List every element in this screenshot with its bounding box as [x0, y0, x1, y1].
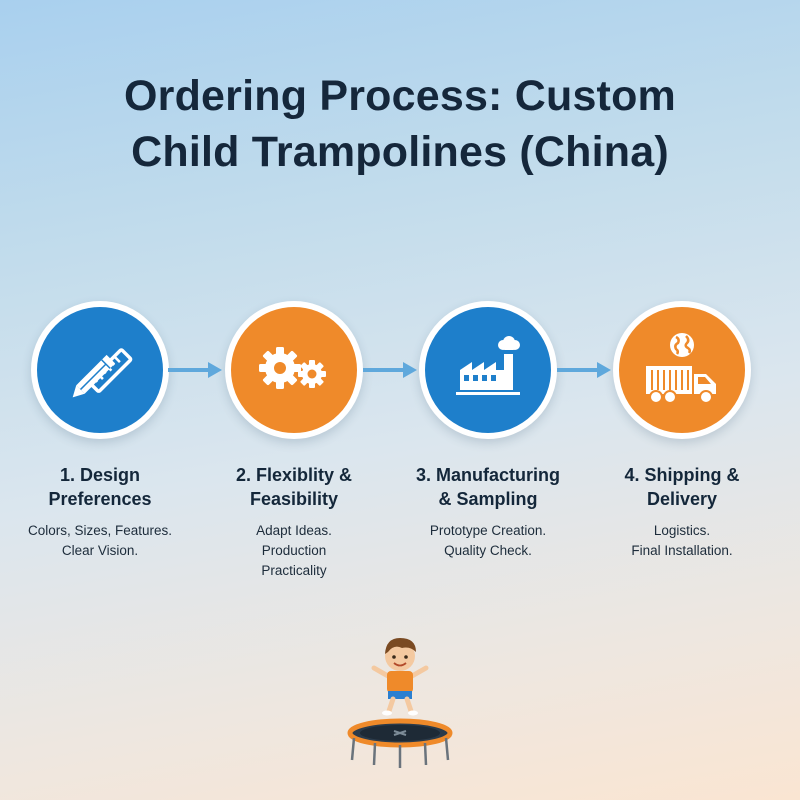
title-line-2: Child Trampolines (China): [131, 128, 669, 176]
step-4-description: Logistics. Final Installation.: [587, 521, 777, 561]
step-4-title-line-2: Delivery: [646, 489, 718, 509]
step-1-desc-line-2: Clear Vision.: [61, 543, 139, 558]
title-line-1: Ordering Process: Custom: [124, 72, 676, 120]
step-4-circle: [613, 301, 751, 439]
factory-icon: [456, 336, 520, 395]
arrow-3-to-4: [557, 362, 611, 378]
kid-trampoline-illustration: [347, 638, 453, 768]
step-3-desc-line-1: Prototype Creation.: [429, 523, 547, 538]
step-2-desc-line-2: Production: [261, 543, 327, 558]
step-2-desc-line-1: Adapt Ideas.: [256, 523, 332, 538]
step-1-description: Colors, Sizes, Features. Clear Vision.: [5, 521, 195, 561]
globe-truck-icon: [646, 333, 716, 404]
step-2-title-line-1: 2. Flexiblity &: [235, 465, 353, 485]
step-3-desc-line-2: Quality Check.: [444, 543, 532, 558]
page-title: Ordering Process: Custom Child Trampolin…: [0, 68, 800, 180]
step-3-description: Prototype Creation. Quality Check.: [393, 521, 583, 561]
pencil-ruler-icon: [72, 348, 133, 398]
step-1-title-line-2: Preferences: [48, 489, 152, 509]
gears-icon: [259, 347, 326, 389]
step-2-circle: [225, 301, 363, 439]
step-2-title: 2. Flexiblity & Feasibility: [199, 463, 389, 511]
step-2-title-line-2: Feasibility: [249, 489, 339, 509]
step-3-title: 3. Manufacturing & Sampling: [393, 463, 583, 511]
step-3-title-line-1: 3. Manufacturing: [415, 465, 560, 485]
step-2-description: Adapt Ideas. Production Practicality: [199, 521, 389, 581]
step-1-circle: [31, 301, 169, 439]
step-4-title: 4. Shipping & Delivery: [587, 463, 777, 511]
step-1-title-line-1: 1. Design: [59, 465, 141, 485]
step-4-title-line-1: 4. Shipping &: [624, 465, 740, 485]
arrow-2-to-3: [363, 362, 417, 378]
step-3-circle: [419, 301, 557, 439]
arrow-1-to-2: [168, 362, 222, 378]
step-3-title-line-2: & Sampling: [438, 489, 538, 509]
step-4-desc-line-2: Final Installation.: [631, 543, 733, 558]
step-1-title: 1. Design Preferences: [5, 463, 195, 511]
step-4-desc-line-1: Logistics.: [653, 523, 711, 538]
step-2-desc-line-3: Practicality: [261, 563, 327, 578]
step-1-desc-line-1: Colors, Sizes, Features.: [27, 523, 173, 538]
